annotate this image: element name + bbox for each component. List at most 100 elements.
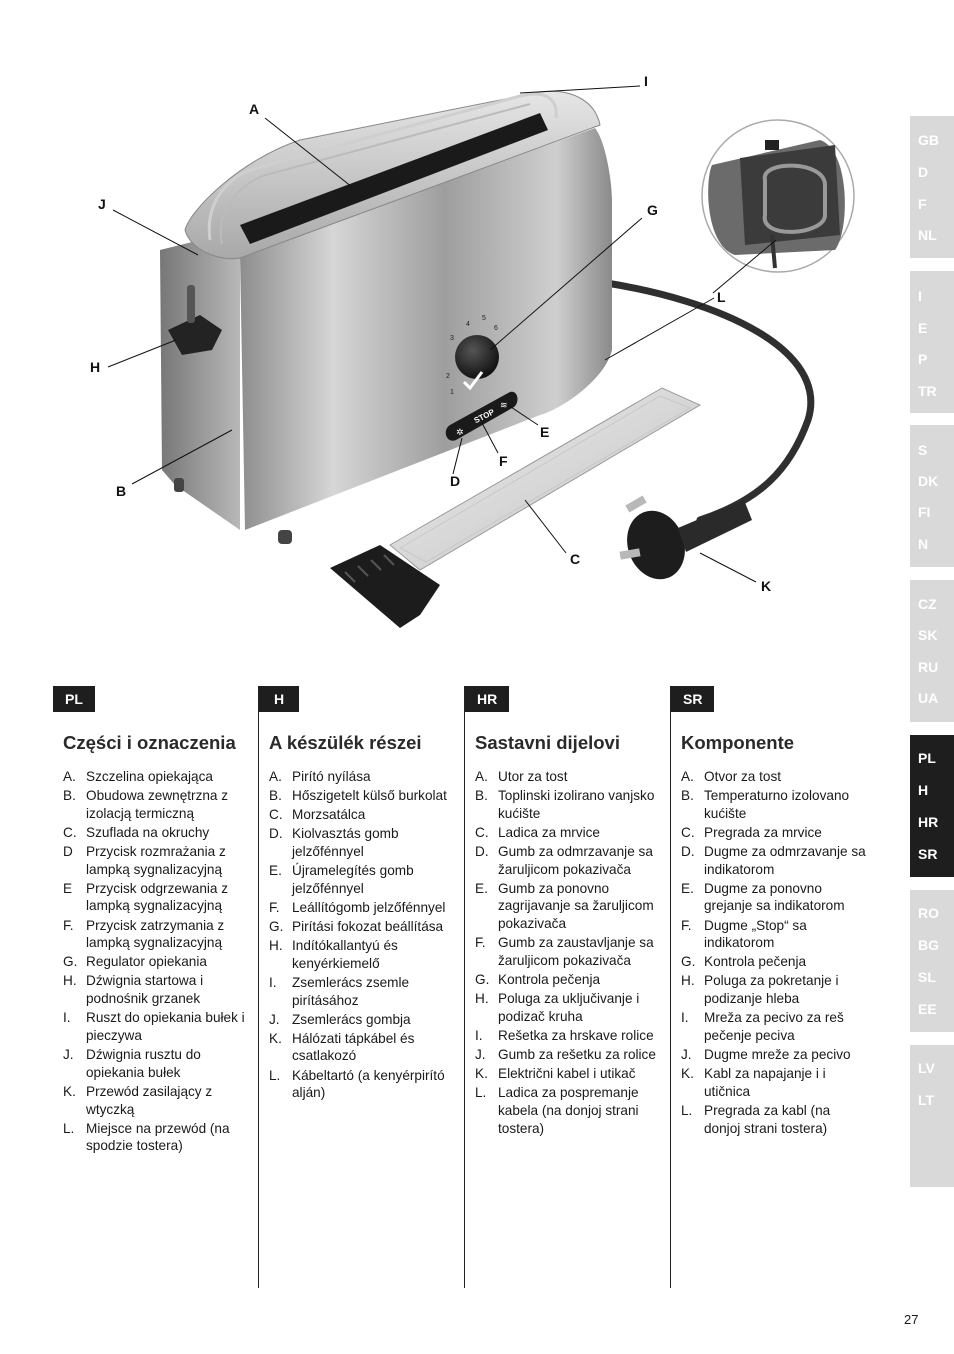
part-item: H.Poluga za uključivanje i podizač kruha — [475, 990, 663, 1025]
lang-group-pl-h-hr-sr[interactable]: PL H HR SR — [910, 735, 954, 877]
part-description: Regulator opiekania — [86, 954, 207, 970]
part-description: Ladica za mrvice — [498, 824, 600, 840]
part-description: Przycisk odgrzewania z lampką sygnalizac… — [86, 880, 229, 914]
part-letter: C. — [63, 824, 77, 840]
part-description: Gumb za rešetku za rolice — [498, 1047, 656, 1063]
part-description: Dugme za odmrzavanje sa indikatorom — [704, 843, 866, 877]
lang-badge: PL — [53, 686, 95, 712]
callout-i: I — [644, 73, 648, 89]
part-letter: C. — [475, 824, 489, 840]
lang-code: TR — [918, 383, 937, 399]
lang-badge: HR — [465, 686, 510, 712]
column-divider — [258, 686, 259, 1288]
part-item: L.Ladica za pospremanje kabela (na donjo… — [475, 1084, 663, 1137]
part-item: I.Zsemlerács zsemle pirításához — [269, 974, 457, 1009]
part-letter: G. — [681, 954, 696, 970]
part-description: Električni kabel i utikač — [498, 1066, 636, 1082]
part-letter: E — [63, 880, 73, 896]
part-letter: A. — [63, 769, 76, 784]
callout-k: K — [761, 578, 772, 594]
callout-h: H — [90, 359, 101, 375]
lang-group-gb-d-f-nl[interactable]: GB D F NL — [910, 116, 954, 258]
part-item: G.Kontrola pečenja — [475, 971, 663, 989]
column-title: A készülék részei — [269, 732, 422, 753]
callout-f: F — [499, 453, 508, 469]
lang-code: BG — [918, 937, 939, 953]
part-item: E.Újramelegítés gomb jelzőfénnyel — [269, 862, 457, 897]
lang-code: SK — [918, 627, 938, 643]
column-title: Komponente — [681, 732, 795, 753]
part-letter: F. — [63, 917, 74, 933]
part-item: D.Gumb za odmrzavanje sa žaruljicom poka… — [475, 843, 663, 878]
part-description: Dźwignia rusztu do opiekania bułek — [86, 1047, 201, 1080]
part-description: Miejsce na przewód (na spodzie tostera) — [86, 1120, 230, 1154]
part-item: F. Gumb za zaustavljanje sa žaruljicom po… — [475, 934, 663, 969]
part-description: Kábeltartó (a kenyérpirító alján) — [292, 1067, 445, 1101]
part-description: Zsemlerács gombja — [292, 1011, 411, 1027]
lang-badge: SR — [671, 686, 715, 712]
part-letter: J. — [681, 1047, 692, 1063]
part-description: Morzsatálca — [292, 807, 366, 823]
lang-badge: H — [259, 686, 299, 712]
part-item: E.Dugme za ponovno grejanje sa indikator… — [681, 880, 869, 915]
part-item: C.Szuflada na okruchy — [63, 824, 251, 842]
part-letter: A. — [475, 769, 488, 784]
part-description: Pregrada za kabl (na donjoj strani toste… — [704, 1102, 831, 1136]
lang-group-i-e-p-tr[interactable]: I E P TR — [910, 271, 954, 413]
lang-code: N — [918, 536, 929, 552]
part-item: H.Dźwignia startowa i podnośnik grzanek — [63, 972, 251, 1007]
part-item: E Przycisk odgrzewania z lampką sygnaliza… — [63, 880, 251, 915]
part-description: Újramelegítés gomb jelzőfénnyel — [292, 863, 414, 896]
lang-code: UA — [918, 690, 939, 706]
part-description: Otvor za tost — [704, 769, 782, 784]
part-item: C.Pregrada za mrvice — [681, 824, 869, 842]
lang-code: NL — [918, 227, 937, 243]
part-letter: F. — [475, 935, 486, 951]
crumb-tray — [389, 387, 702, 571]
column-title: Sastavni dijelovi — [475, 732, 620, 753]
part-item: J.Zsemlerács gombja — [269, 1011, 457, 1029]
part-letter: B. — [681, 788, 694, 804]
part-item: I.Mreža za pecivo za reš pečenje peciva — [681, 1009, 869, 1044]
part-description: Leállítógomb jelzőfénnyel — [292, 899, 446, 915]
part-letter: G. — [475, 972, 490, 988]
callout-l: L — [717, 289, 726, 305]
lang-group-lv-lt[interactable]: LV LT — [910, 1045, 954, 1187]
part-item: G.Regulator opiekania — [63, 953, 251, 971]
dial-number-3: 3 — [450, 335, 454, 342]
part-description: Dugme „Stop“ sa indikatorom — [704, 917, 807, 951]
part-item: F.Leállítógomb jelzőfénnyel — [269, 899, 457, 917]
lang-code: P — [918, 351, 928, 367]
power-cable — [596, 278, 815, 524]
defrost-icon: ✲ — [456, 427, 464, 437]
part-letter: H. — [269, 938, 283, 954]
browning-dial — [455, 335, 499, 379]
lang-group-cz-sk-ru-ua[interactable]: CZ SK RU UA — [910, 580, 954, 722]
lang-code: CZ — [918, 596, 937, 612]
lang-group-ro-bg-sl-ee[interactable]: RO BG SL EE — [910, 890, 954, 1032]
part-description: Dźwignia startowa i podnośnik grzanek — [86, 973, 204, 1007]
part-description: Gumb za zaustavljanje sa žaruljicom poka… — [498, 935, 654, 968]
column-divider — [670, 686, 671, 1288]
part-item: G.Pirítási fokozat beállítása — [269, 918, 457, 936]
column-title: Części i oznaczenia — [63, 732, 236, 753]
lang-group-s-dk-fi-n[interactable]: S DK FI N — [910, 425, 954, 567]
part-item: J.Gumb za rešetku za rolice — [475, 1046, 663, 1064]
part-description: Kiolvasztás gomb jelzőfénnyel — [292, 826, 399, 859]
part-description: Utor za tost — [498, 769, 568, 784]
part-description: Ladica za pospremanje kabela (na donjoj … — [498, 1085, 639, 1136]
callout-g: G — [647, 202, 658, 218]
part-letter: K. — [63, 1083, 76, 1099]
part-letter: G. — [269, 918, 284, 934]
part-item: C. Ladica za mrvice — [475, 824, 663, 842]
reheat-icon: ≋ — [500, 400, 508, 410]
language-sidebar: GB D F NL I E P TR S DK FI N CZ SK RU UA… — [910, 0, 954, 1354]
part-letter: D — [63, 843, 73, 859]
part-item: J.Dźwignia rusztu do opiekania bułek — [63, 1046, 251, 1081]
part-letter: B. — [63, 788, 76, 804]
part-description: Poluga za uključivanje i podizač kruha — [498, 991, 640, 1024]
part-letter: I. — [269, 974, 277, 990]
callout-j: J — [98, 196, 106, 212]
